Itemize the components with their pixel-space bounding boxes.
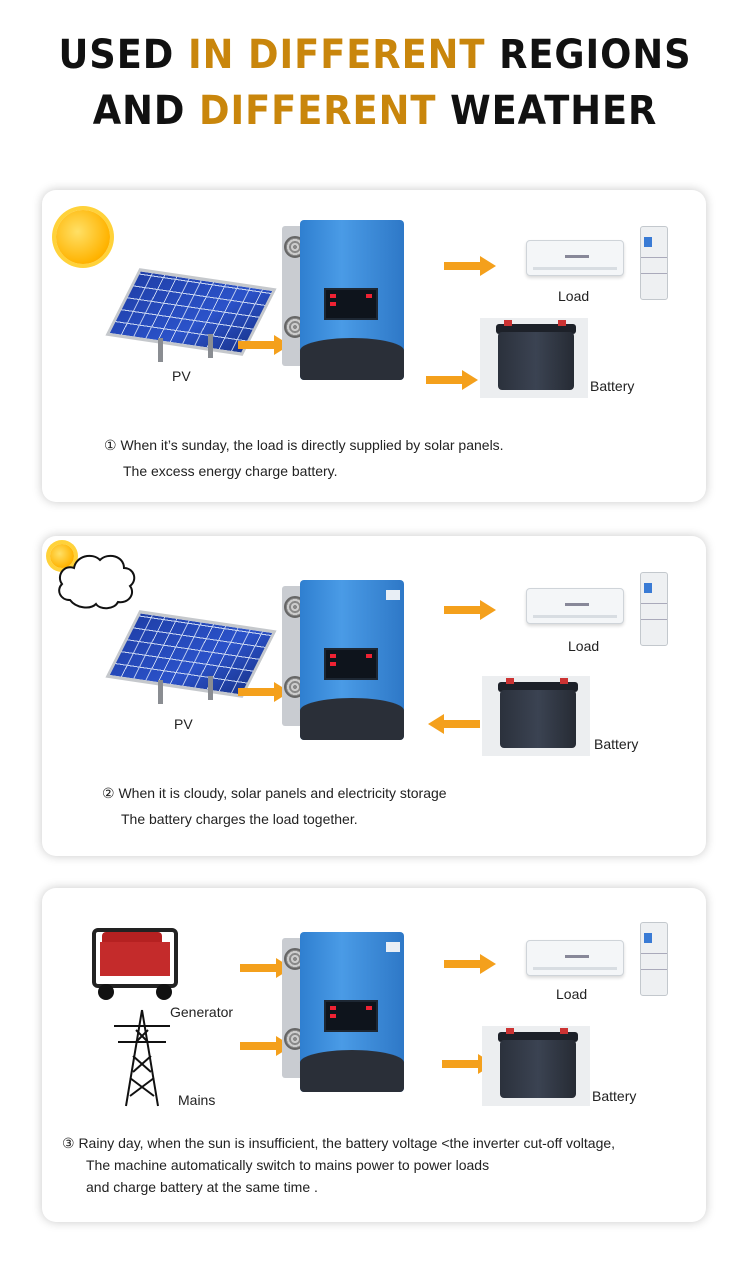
caption: ① When it’s sunday, the load is directly… (104, 432, 504, 484)
caption: ② When it is cloudy, solar panels and el… (102, 780, 447, 832)
caption-line: The battery charges the load together. (121, 811, 358, 827)
battery-icon (482, 676, 590, 756)
generator-label: Generator (170, 1004, 234, 1020)
headline-word-accent: DIFFERENT (199, 88, 451, 134)
caption-line: ③ Rainy day, when the sun is insufficien… (62, 1135, 616, 1151)
arrow-icon (238, 335, 290, 355)
sun-icon (56, 210, 110, 264)
arrow-icon (442, 1054, 494, 1074)
panel-sunny: PV Load Battery ① When it’s sunday, the … (42, 190, 706, 502)
caption-line: The machine automatically switch to main… (86, 1157, 490, 1173)
headline-word: WEATHER (450, 88, 658, 134)
sun-icon (50, 544, 74, 568)
battery-icon (482, 1026, 590, 1106)
load-label: Load (558, 288, 590, 304)
arrow-icon (238, 682, 290, 702)
inverter-icon (282, 932, 410, 1092)
arrow-icon (444, 954, 496, 974)
cloud-icon (58, 554, 136, 610)
air-conditioner-icon (526, 240, 624, 276)
power-pylon-icon (114, 1009, 170, 1107)
inverter-icon (282, 220, 410, 380)
load-label: Load (556, 986, 588, 1002)
headline-word: AND (92, 88, 200, 134)
arrow-icon (240, 958, 292, 978)
panel-rainy: Generator Mains Load Battery ③ Rainy day… (42, 888, 706, 1222)
headline-word: USED (58, 32, 188, 78)
headline-line-1: USED IN DIFFERENT REGIONS (30, 32, 720, 78)
pv-label: PV (172, 368, 191, 384)
caption-line: The excess energy charge battery. (123, 463, 338, 479)
caption-line: and charge battery at the same time . (86, 1179, 318, 1195)
fridge-icon (640, 572, 668, 646)
headline-word-accent: DIFFERENT (248, 32, 500, 78)
arrow-icon (240, 1036, 292, 1056)
caption: ③ Rainy day, when the sun is insufficien… (62, 1132, 615, 1198)
load-label: Load (568, 638, 600, 654)
generator-icon (92, 928, 178, 1000)
arrow-icon (428, 714, 480, 734)
caption-line: ② When it is cloudy, solar panels and el… (102, 785, 447, 801)
air-conditioner-icon (526, 940, 624, 976)
air-conditioner-icon (526, 588, 624, 624)
inverter-icon (282, 580, 410, 740)
arrow-icon (444, 256, 496, 276)
battery-icon (480, 318, 588, 398)
pv-label: PV (174, 716, 193, 732)
battery-label: Battery (592, 1088, 637, 1104)
fridge-icon (640, 922, 668, 996)
arrow-icon (426, 370, 478, 390)
caption-line: ① When it’s sunday, the load is directly… (104, 437, 504, 453)
headline-word: REGIONS (499, 32, 692, 78)
headline-word-accent: IN (187, 32, 249, 78)
headline-line-2: AND DIFFERENT WEATHER (30, 88, 720, 134)
arrow-icon (444, 600, 496, 620)
mains-label: Mains (178, 1092, 216, 1108)
battery-label: Battery (590, 378, 635, 394)
battery-label: Battery (594, 736, 639, 752)
panel-cloudy: PV Load Battery ② When it is cloudy, sol… (42, 536, 706, 856)
fridge-icon (640, 226, 668, 300)
